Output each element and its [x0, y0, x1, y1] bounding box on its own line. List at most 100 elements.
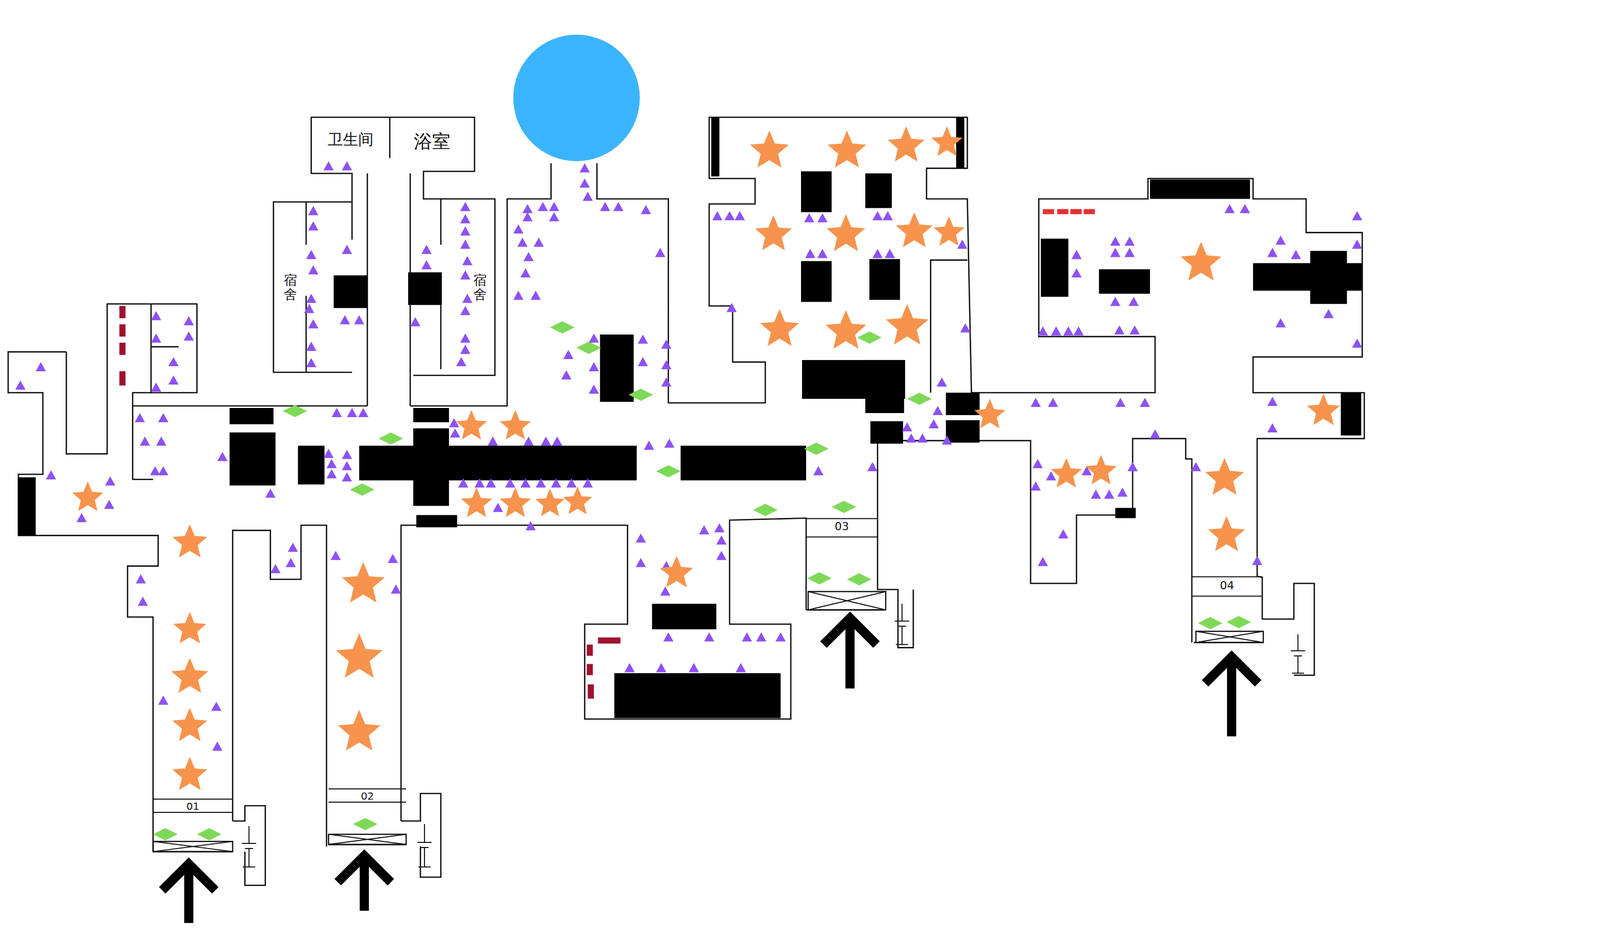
- purple-triangle: [588, 384, 599, 394]
- purple-triangle: [901, 422, 913, 432]
- diamonds: [152, 321, 1251, 841]
- purple-triangle: [663, 632, 674, 643]
- purple-triangle: [134, 413, 145, 423]
- purple-triangle: [600, 202, 611, 212]
- purple-triangle: [641, 205, 652, 215]
- purple-triangle: [941, 435, 952, 445]
- obstacle-block: [229, 432, 276, 486]
- orange-star: [885, 304, 929, 345]
- purple-triangle: [1073, 326, 1084, 336]
- purple-triangle: [35, 362, 46, 372]
- gate-cross: [152, 841, 233, 852]
- green-diamond: [753, 503, 778, 517]
- orange-star: [499, 487, 531, 518]
- orange-star: [499, 410, 531, 440]
- purple-triangle: [462, 294, 473, 304]
- obstacle-block: [18, 477, 36, 536]
- purple-triangle: [306, 341, 317, 352]
- purple-triangle: [566, 478, 577, 488]
- purple-triangle: [775, 632, 786, 643]
- purple-triangle: [688, 663, 700, 673]
- purple-triangle: [150, 382, 162, 392]
- purple-triangle: [936, 377, 947, 387]
- purple-triangle: [458, 478, 469, 488]
- purple-triangle: [917, 433, 928, 443]
- purple-triangle: [1267, 248, 1278, 258]
- orange-star: [1180, 242, 1222, 281]
- purple-triangle: [326, 459, 337, 469]
- purple-triangle: [520, 268, 531, 278]
- triangles: [15, 161, 1363, 751]
- obstacle-block: [680, 445, 807, 481]
- entry-arrow: [162, 864, 216, 891]
- purple-triangle: [1127, 462, 1138, 472]
- obstacle-block: [945, 392, 980, 416]
- purple-triangle: [150, 311, 162, 321]
- obstacle-block: [416, 515, 458, 528]
- purple-triangle: [157, 696, 169, 706]
- orange-star: [1307, 393, 1341, 426]
- purple-triangle: [168, 357, 179, 367]
- purple-triangle: [347, 408, 358, 418]
- purple-triangle: [155, 436, 167, 446]
- purple-triangle: [139, 436, 150, 446]
- stars: [72, 126, 1341, 791]
- orange-star: [1208, 516, 1245, 552]
- wall-line: [305, 296, 307, 373]
- room-name: 宿舍: [473, 273, 487, 303]
- purple-triangle: [664, 438, 675, 448]
- purple-triangle: [522, 212, 533, 222]
- purple-triangle: [932, 406, 943, 416]
- purple-triangle: [76, 513, 87, 523]
- purple-triangle: [135, 574, 146, 584]
- obstacle-block: [955, 117, 965, 169]
- obstacle-block: [711, 117, 720, 177]
- purple-triangle: [460, 270, 471, 280]
- purple-triangle: [1063, 326, 1074, 336]
- purple-triangle: [817, 213, 828, 223]
- obstacle-block: [333, 275, 368, 309]
- wall-line: [440, 198, 442, 245]
- wall-line: [401, 793, 441, 878]
- room-label-box: 卫生间: [312, 120, 389, 159]
- spawn-number: 01: [186, 800, 200, 812]
- purple-triangle: [537, 202, 548, 212]
- purple-triangle: [492, 502, 503, 513]
- green-diamond: [282, 405, 308, 418]
- red-marker: [119, 342, 126, 356]
- purple-triangle: [661, 360, 672, 370]
- purple-triangle: [624, 663, 635, 673]
- obstacle-block: [869, 259, 900, 301]
- red-marker: [119, 324, 126, 337]
- purple-triangle: [513, 290, 524, 301]
- purple-triangle: [1129, 325, 1140, 335]
- purple-triangle: [1267, 396, 1278, 407]
- orange-star: [895, 212, 933, 248]
- purple-triangle: [287, 542, 299, 552]
- purple-triangle: [1267, 423, 1278, 433]
- entry-arrow: [1227, 656, 1237, 737]
- wall-line: [877, 438, 1192, 644]
- purple-triangle: [588, 333, 599, 343]
- purple-triangle: [1150, 429, 1161, 439]
- purple-triangle: [548, 202, 559, 212]
- green-diamond: [804, 442, 829, 456]
- wall-line: [66, 304, 197, 480]
- orange-star: [755, 215, 792, 251]
- purple-triangle: [523, 436, 534, 446]
- purple-triangle: [1051, 326, 1062, 336]
- room-name: 卫生间: [327, 131, 374, 149]
- wall-line: [132, 405, 368, 408]
- orange-star: [172, 708, 208, 742]
- obstacle-block: [229, 408, 274, 425]
- purple-triangle: [1239, 204, 1250, 214]
- purple-triangle: [285, 557, 297, 568]
- green-diamond: [1226, 616, 1251, 629]
- purple-triangle: [716, 550, 727, 560]
- wall-line: [232, 525, 327, 847]
- room-name: 浴室: [413, 131, 451, 153]
- orange-star: [760, 309, 799, 346]
- purple-triangle: [1110, 248, 1121, 258]
- wall-line: [150, 346, 179, 349]
